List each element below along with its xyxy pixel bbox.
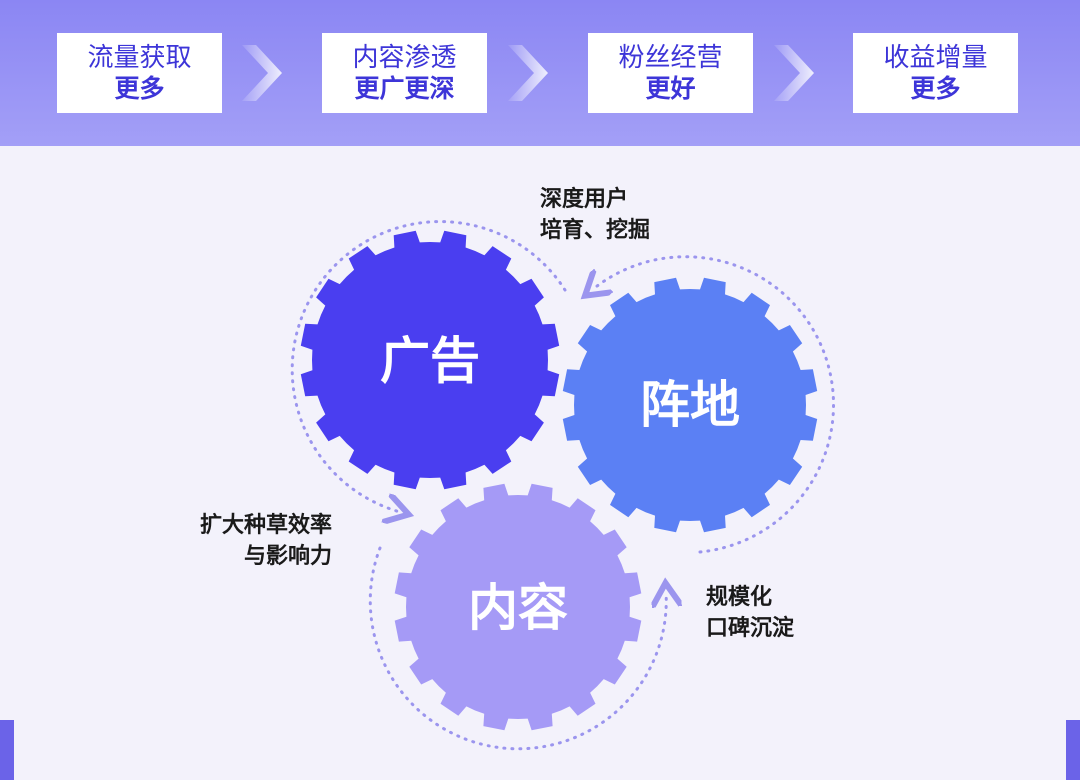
step-traffic: 流量获取 更多 — [57, 33, 222, 113]
gear-shape — [300, 230, 560, 490]
step-content: 内容渗透 更广更深 — [322, 33, 487, 113]
note-line: 口碑沉淀 — [706, 616, 795, 641]
note-deep-users: 深度用户 培育、挖掘 — [540, 184, 650, 246]
cycle-arrow-content — [368, 546, 666, 751]
gear-label-ad: 广告 — [380, 332, 480, 390]
cycle-arrow-ad — [290, 220, 567, 512]
note-line: 规模化 — [706, 585, 773, 610]
gear-label-position: 阵地 — [640, 376, 740, 434]
chevron-right-icon — [774, 45, 814, 101]
step-title: 收益增量 — [883, 43, 988, 73]
note-line: 扩大种草效率 — [199, 513, 332, 538]
top-banner: 流量获取 更多 内容渗透 更广更深 粉丝经营 更好 收益增量 更多 — [0, 0, 1080, 146]
gear-position — [562, 277, 818, 533]
note-word-of-mouth: 规模化 口碑沉淀 — [706, 582, 794, 644]
note-line: 培育、挖掘 — [540, 218, 651, 243]
cycle-arrow-position — [592, 255, 835, 554]
step-subtitle: 更多 — [114, 74, 165, 103]
step-subtitle: 更多 — [910, 74, 961, 103]
gear-shape — [562, 277, 818, 533]
step-subtitle: 更好 — [645, 74, 696, 103]
gear-shape — [394, 483, 642, 731]
chevron-right-icon — [508, 45, 548, 101]
note-seeding: 扩大种草效率 与影响力 — [172, 510, 332, 572]
step-fans: 粉丝经营 更好 — [588, 33, 753, 113]
gear-content — [394, 483, 642, 731]
note-line: 与影响力 — [243, 544, 332, 569]
corner-bracket-right — [1066, 720, 1080, 780]
gear-label-content: 内容 — [468, 579, 568, 637]
gear-ad — [300, 230, 560, 490]
step-title: 流量获取 — [87, 43, 192, 73]
step-subtitle: 更广更深 — [354, 74, 455, 103]
chevron-right-icon — [242, 45, 282, 101]
step-title: 粉丝经营 — [618, 43, 723, 73]
step-title: 内容渗透 — [352, 43, 457, 73]
corner-bracket-left — [0, 720, 14, 780]
note-line: 深度用户 — [540, 187, 629, 212]
step-revenue: 收益增量 更多 — [853, 33, 1018, 113]
